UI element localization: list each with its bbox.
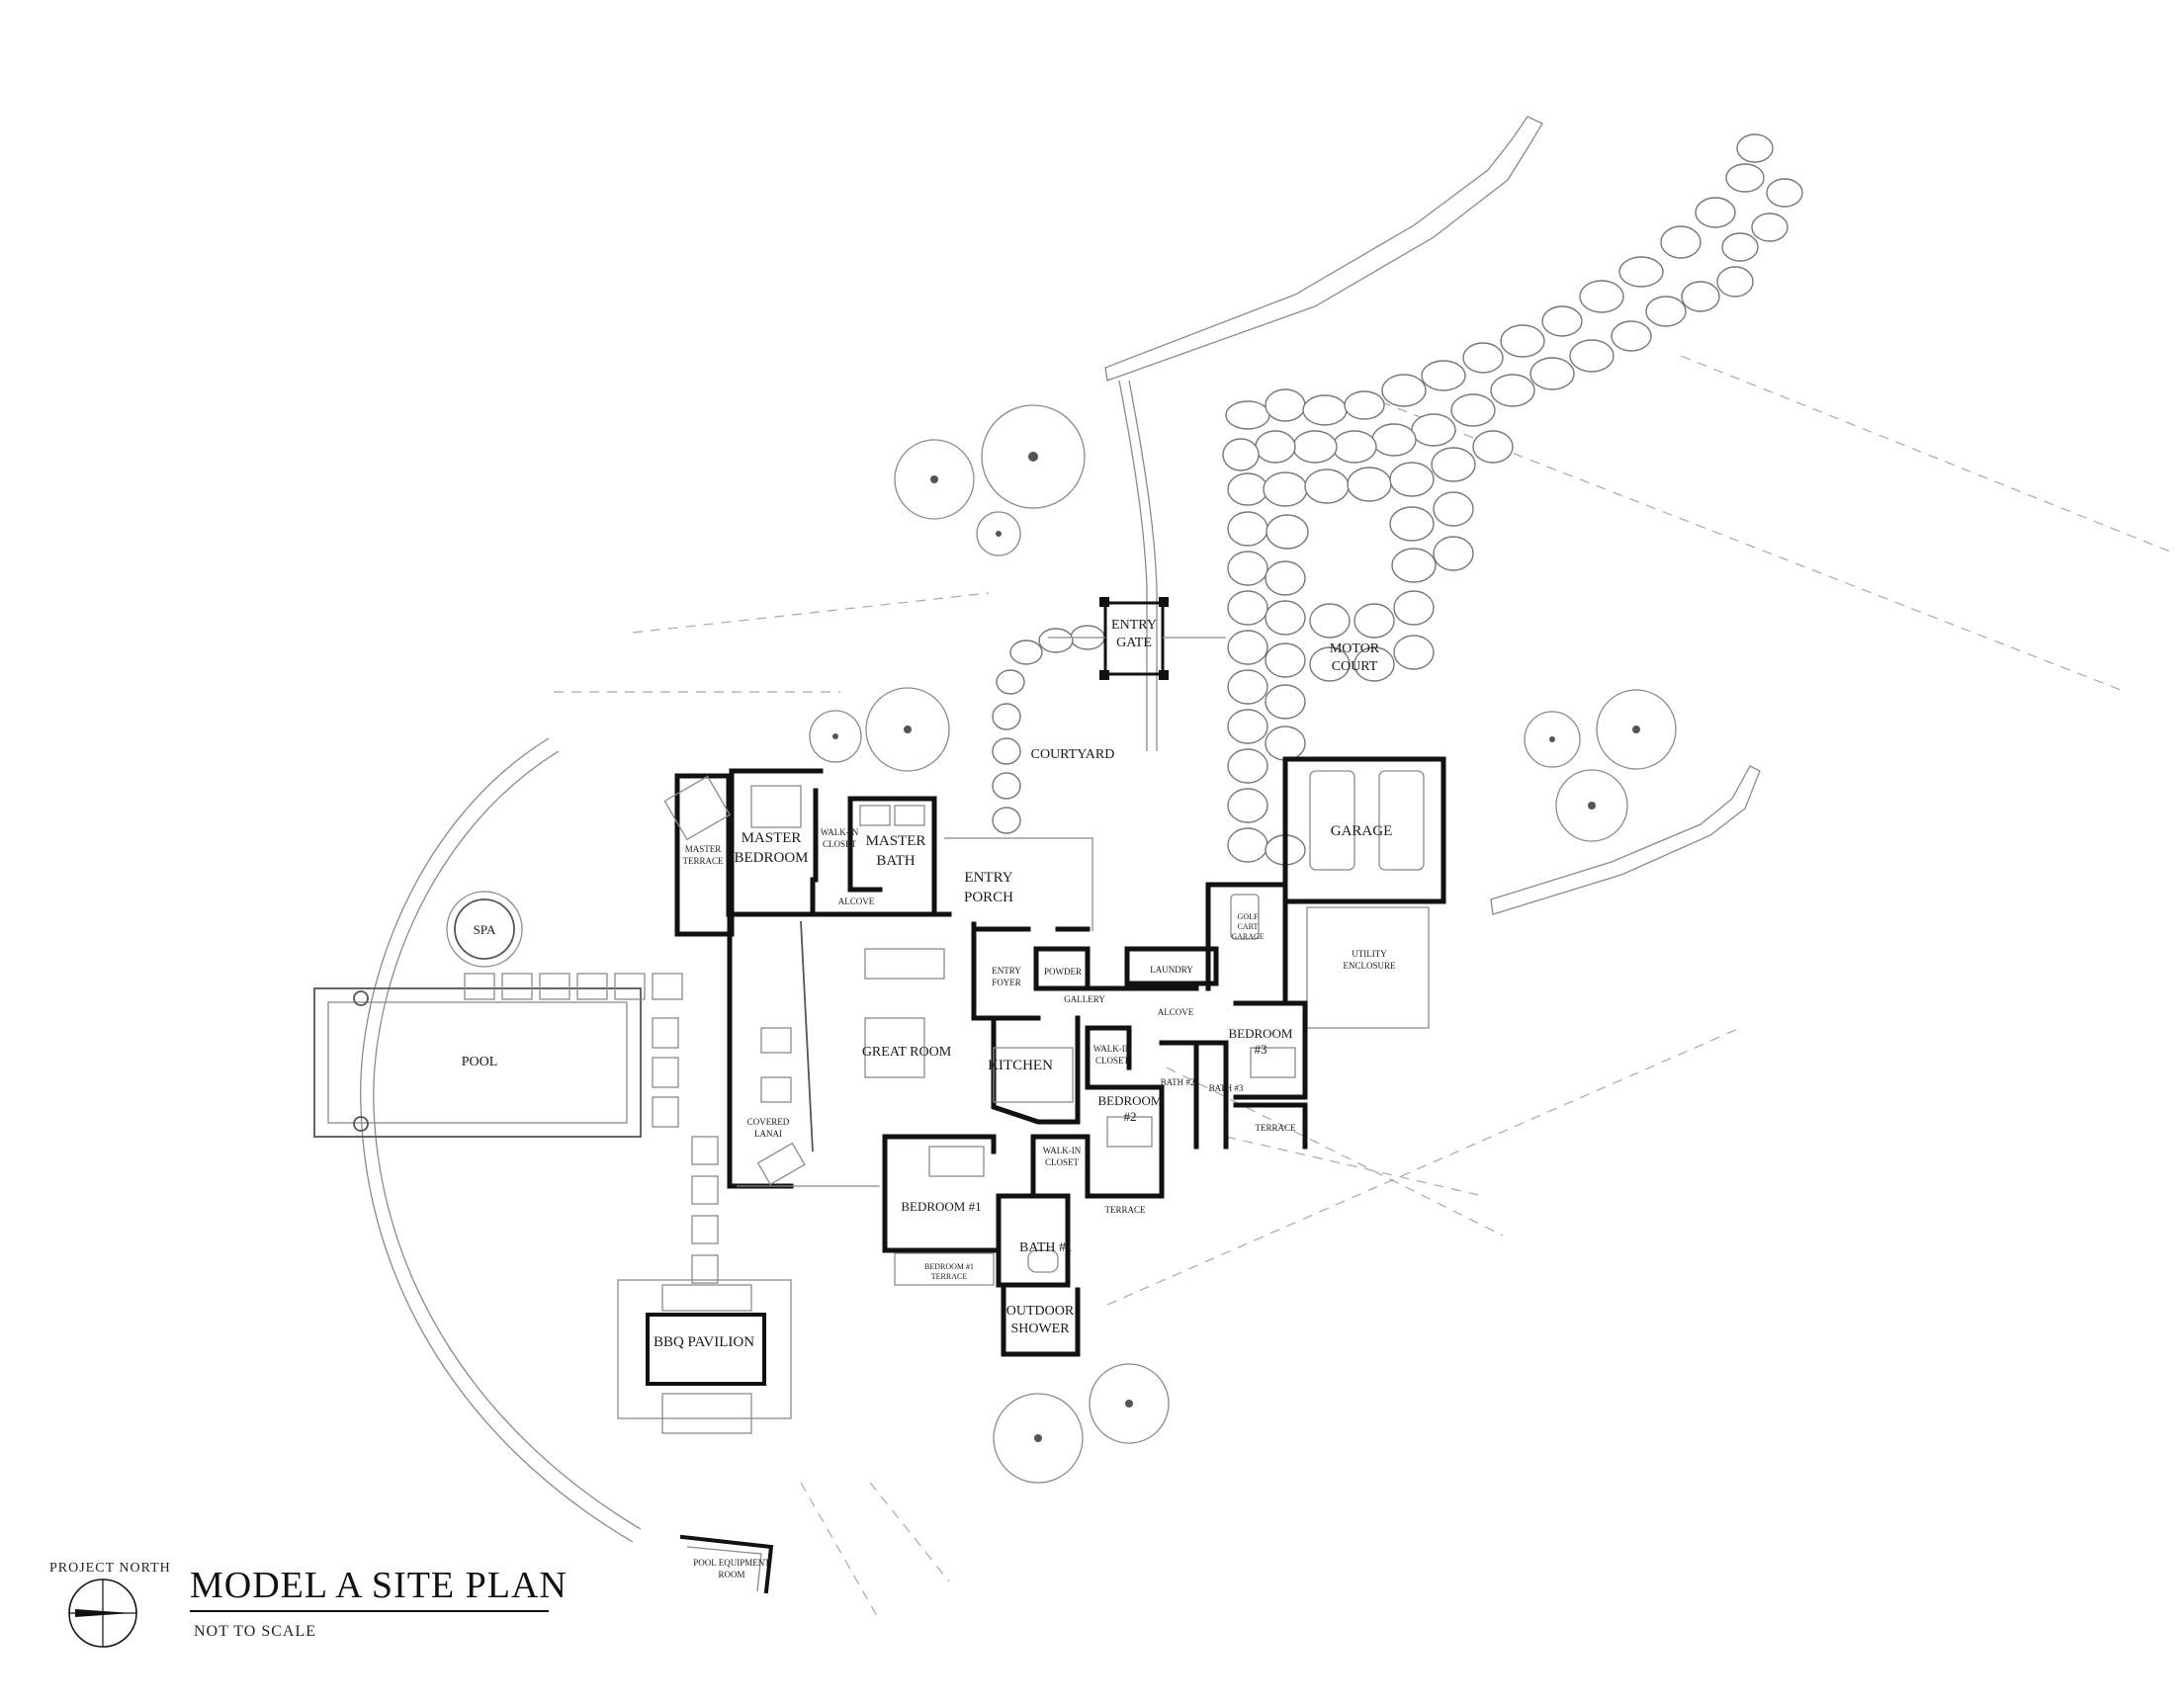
label-courtyard: COURTYARD — [1031, 747, 1115, 762]
label-terrace-2: TERRACE — [1104, 1205, 1146, 1215]
label-bedroom-2: BEDROOM#2 — [1097, 1093, 1162, 1124]
label-bbq-pavilion: BBQ PAVILION — [654, 1334, 754, 1350]
label-spa: SPA — [474, 922, 496, 937]
label-terrace-3: TERRACE — [1255, 1123, 1296, 1133]
label-pool: POOL — [462, 1055, 498, 1069]
drawing-scale-note: NOT TO SCALE — [194, 1623, 316, 1640]
title-block: PROJECT NORTH MODEL A SITE PLAN NOT TO S… — [49, 1561, 568, 1648]
label-bedroom-3: BEDROOM#3 — [1228, 1026, 1292, 1057]
pool-area — [313, 737, 719, 1543]
label-laundry: LAUNDRY — [1150, 965, 1193, 975]
label-garage: GARAGE — [1331, 823, 1393, 839]
label-bath-1: BATH #1 — [1019, 1240, 1073, 1255]
label-great-room: GREAT ROOM — [862, 1045, 952, 1060]
outbuildings — [617, 1279, 792, 1594]
building-walls — [674, 756, 1446, 1357]
motor-court-pavers — [1222, 133, 1803, 866]
drawing-title: MODEL A SITE PLAN — [190, 1565, 568, 1606]
label-gallery: GALLERY — [1064, 994, 1105, 1004]
entry-gate-block — [1048, 597, 1226, 680]
furniture — [663, 770, 1425, 1273]
label-kitchen: KITCHEN — [988, 1058, 1053, 1073]
label-alcove-master: ALCOVE — [838, 897, 875, 906]
label-bedroom-1: BEDROOM #1 — [901, 1199, 981, 1214]
north-arrow-icon — [68, 1579, 137, 1648]
label-bath-3: BATH #3 — [1209, 1083, 1244, 1093]
trees — [809, 404, 1677, 1484]
courtyard-stepping-stones — [992, 625, 1105, 834]
landscape-linework — [554, 116, 2176, 1622]
project-north-label: PROJECT NORTH — [49, 1561, 171, 1576]
label-powder: POWDER — [1044, 967, 1082, 977]
label-bath-2: BATH #2 — [1161, 1077, 1195, 1087]
label-alcove: ALCOVE — [1158, 1007, 1194, 1017]
